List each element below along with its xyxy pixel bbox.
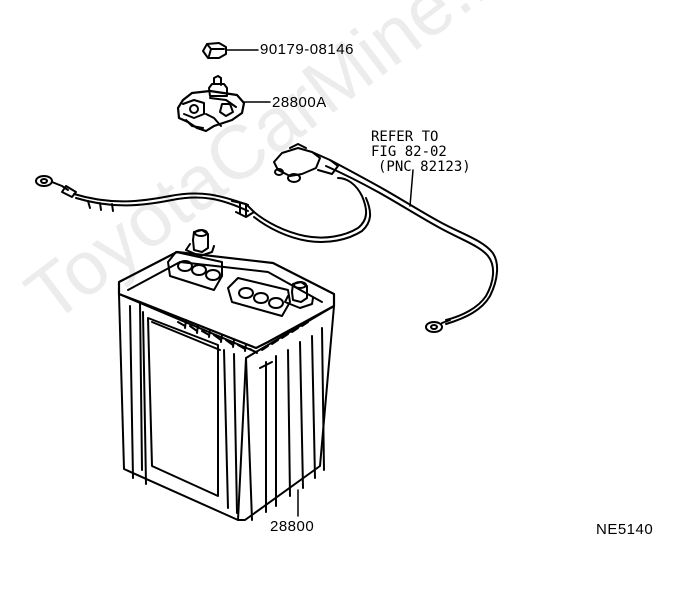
reference-note-line-3: (PNC 82123) xyxy=(378,159,471,175)
part-label-terminal-clamp: 28800A xyxy=(272,94,327,111)
battery-drawing xyxy=(117,229,336,521)
part-label-battery: 28800 xyxy=(270,518,315,535)
negative-cable-drawing xyxy=(35,175,372,243)
reference-note-line-1: REFER TO xyxy=(371,129,439,145)
reference-note-line-2: FIG 82-02 xyxy=(371,144,447,160)
figure-code: NE5140 xyxy=(596,521,654,538)
nut-drawing xyxy=(202,42,227,59)
positive-cable-drawing xyxy=(273,143,498,333)
leader-line-refer xyxy=(409,169,414,207)
terminal-clamp-drawing xyxy=(176,75,246,133)
part-label-nut: 90179-08146 xyxy=(260,41,354,58)
